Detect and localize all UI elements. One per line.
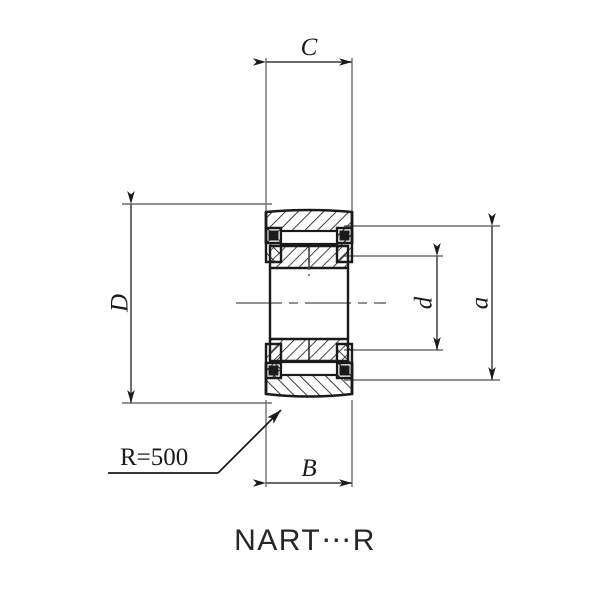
dimension-c: C <box>253 34 352 66</box>
part-designation-title: NART⋯R <box>234 524 376 557</box>
leader-line-r500 <box>217 409 282 474</box>
dimension-label-c: C <box>301 34 318 61</box>
dimension-b: B <box>253 455 352 487</box>
annotation-label-r500: R=500 <box>120 444 188 471</box>
dimension-label-a: a <box>467 297 494 310</box>
needle-roller-row-bottom <box>279 360 339 377</box>
dimension-d-bore: d <box>411 243 441 350</box>
dimension-label-d-outer: D <box>107 294 134 313</box>
extension-lines <box>122 58 500 487</box>
outer-ring-face-lines <box>264 212 354 394</box>
dimension-d-outer: D <box>107 191 135 403</box>
needle-roller-row-top <box>279 229 339 246</box>
bore-walls <box>268 268 350 339</box>
dimension-a: a <box>467 213 496 380</box>
seal-lip-top-right <box>339 230 350 241</box>
annotation-crown-radius: R=500 <box>108 409 282 474</box>
dimension-label-b: B <box>301 455 316 482</box>
needle-roller-bottom <box>279 360 339 377</box>
dimension-label-d-bore: d <box>411 296 438 309</box>
bearing-assembly <box>264 208 354 398</box>
seal-lip-bottom-right <box>339 365 350 376</box>
inner-ring-bottom <box>268 337 350 363</box>
seal-lip-bottom-left <box>268 365 279 376</box>
seal-lip-top-left <box>268 230 279 241</box>
needle-roller-top <box>279 229 339 246</box>
